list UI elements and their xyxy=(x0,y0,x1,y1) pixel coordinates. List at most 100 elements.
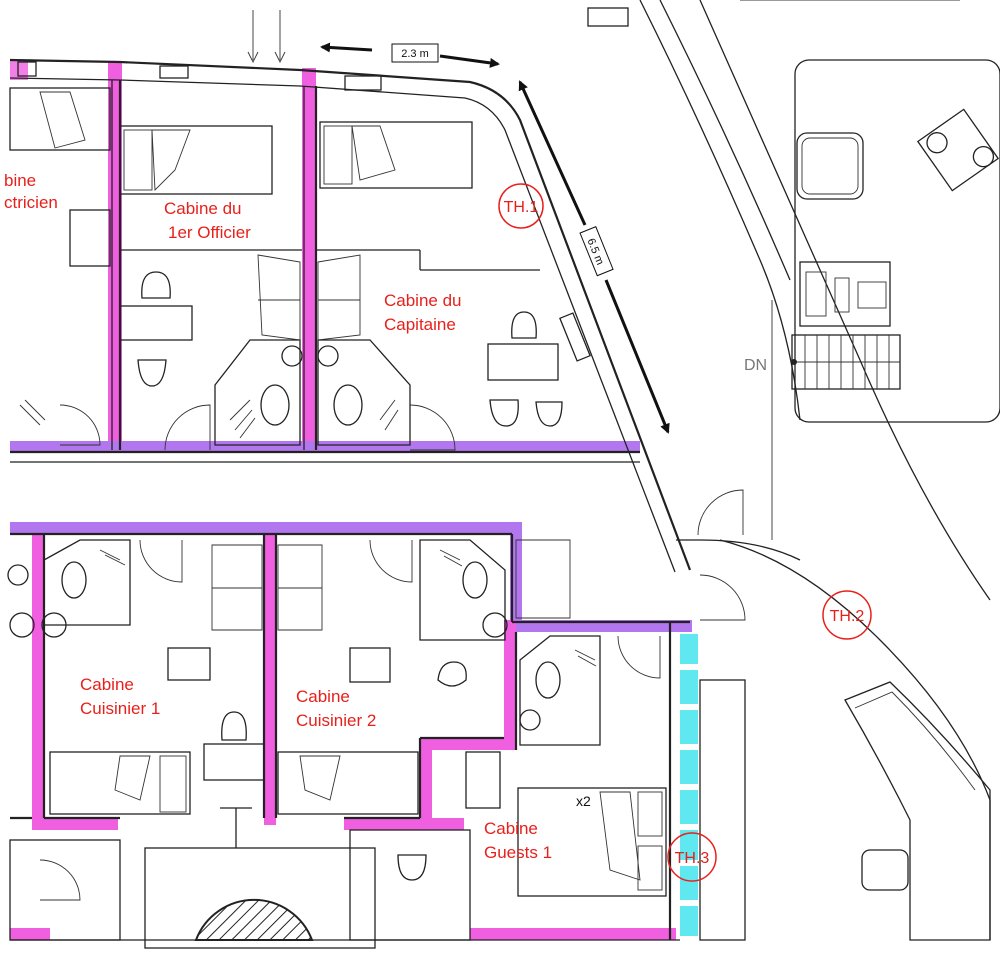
table-cook-1 xyxy=(167,647,211,681)
chair-captain xyxy=(511,311,537,339)
dimension-arrow-horizontal-2 xyxy=(439,54,500,68)
wardrobe-1 xyxy=(257,254,301,341)
glazing-pane-7 xyxy=(680,866,698,900)
wall-highlight-10 xyxy=(32,818,118,830)
door-officer xyxy=(164,404,211,451)
bath-pod-cook-2 xyxy=(419,539,506,641)
desks-chairs xyxy=(69,209,563,881)
stair-dn-label: DN xyxy=(744,357,767,374)
wall-highlight-2 xyxy=(302,68,316,452)
chair-officer-2 xyxy=(137,359,167,387)
chair-captain-3 xyxy=(535,401,563,427)
wall-highlight-11 xyxy=(344,818,464,830)
shower-5 xyxy=(574,649,597,667)
engine-detail xyxy=(805,271,827,317)
hull-top-right xyxy=(639,0,801,421)
top-fixture xyxy=(159,65,189,79)
shower-1 xyxy=(229,399,256,439)
door-lower xyxy=(39,859,81,901)
shower-4 xyxy=(439,549,463,567)
equipment-box-inner xyxy=(801,137,859,195)
shower-icons xyxy=(19,399,597,667)
glazing-pane-5 xyxy=(680,790,698,824)
glazing-pane-6 xyxy=(680,830,698,860)
wall-highlight-15 xyxy=(10,928,50,940)
engine-area xyxy=(699,59,1000,941)
dimensions: 2.3 m 6.5 m xyxy=(320,42,670,434)
wall-plate xyxy=(559,312,591,362)
wall-highlight-14 xyxy=(504,620,516,750)
engine-room-outline xyxy=(794,59,1000,423)
door-cook-1 xyxy=(139,539,183,583)
label-cook1-line1: Cabine xyxy=(80,675,134,694)
door-cook-2 xyxy=(369,539,413,583)
th2-label: TH.2 xyxy=(830,608,865,625)
dimension-label-horizontal: 2.3 m xyxy=(401,48,429,60)
label-first-officer-line1: Cabine du xyxy=(164,199,242,218)
wardrobe-lower-1 xyxy=(211,544,263,631)
label-guests-line2: Guests 1 xyxy=(484,843,552,862)
sink-officer xyxy=(281,345,303,367)
cabinet-guests xyxy=(465,751,501,809)
hatched-column xyxy=(194,898,314,941)
machine-body xyxy=(916,108,1000,192)
bed-frame xyxy=(277,751,419,815)
bed-sheet-fold xyxy=(351,125,396,181)
bath-pod-officer xyxy=(214,339,301,446)
dimension-arrow-diagonal-2 xyxy=(604,279,670,434)
bed-pillow xyxy=(323,125,353,185)
shower-3 xyxy=(99,549,126,566)
label-captain-line2: Capitaine xyxy=(384,315,456,334)
table-cook-2 xyxy=(349,647,391,683)
door-corridor-2 xyxy=(699,574,746,621)
machine-wheel xyxy=(926,132,948,154)
label-captain-line1: Cabine du xyxy=(384,291,462,310)
dimension-box-horizontal xyxy=(391,43,439,63)
sink-cook-2 xyxy=(482,612,508,638)
bed-pillow xyxy=(637,791,663,837)
wall-highlight-16 xyxy=(470,928,676,940)
bed-sheet-fold xyxy=(151,129,191,192)
desk-electrician xyxy=(69,209,111,267)
wall-highlight-4 xyxy=(10,441,640,453)
bath-pod-captain xyxy=(317,339,411,446)
label-electrician-line2: ctricien xyxy=(4,193,58,212)
wall-highlight-9 xyxy=(264,535,276,825)
bed-sheet-fold xyxy=(599,791,641,881)
seat-lower-right xyxy=(861,849,909,891)
doors xyxy=(39,404,746,901)
label-guests-line1: Cabine xyxy=(484,819,538,838)
lower-right-panel xyxy=(699,679,746,941)
hull-right-curve-2 xyxy=(699,0,991,601)
glazing-pane-2 xyxy=(680,670,698,704)
bed-sheet-fold xyxy=(114,755,151,801)
equipment-box xyxy=(796,132,864,200)
wardrobes xyxy=(211,254,571,631)
wall-highlight-5 xyxy=(10,522,522,534)
door-guests xyxy=(617,635,661,679)
engine-block xyxy=(799,261,891,327)
stair-core xyxy=(144,847,376,949)
lower-left-room xyxy=(9,839,121,941)
chair-guests xyxy=(397,854,427,881)
wardrobe-lower-2 xyxy=(277,544,323,631)
chair-captain-2 xyxy=(489,399,519,427)
toilet-cook-1 xyxy=(61,561,87,599)
bed-count-label: x2 xyxy=(576,793,591,809)
desk-captain xyxy=(487,343,559,381)
shower-6 xyxy=(19,399,46,426)
bed-pillow xyxy=(123,129,153,191)
glazing-pane-3 xyxy=(680,710,698,744)
bed-cook-2 xyxy=(277,751,419,815)
wardrobe-2 xyxy=(317,254,361,341)
room-labels: bine ctricien Cabine du 1er Officier Cab… xyxy=(4,171,552,862)
th2-circle xyxy=(822,590,872,640)
sink-guests xyxy=(519,709,541,731)
toilet-guests xyxy=(535,661,561,699)
shower-2 xyxy=(379,399,399,431)
engine-detail xyxy=(857,281,887,309)
toilet-captain xyxy=(333,384,363,426)
wardrobe-lower-3 xyxy=(515,539,571,619)
wall-highlight-8 xyxy=(32,535,44,830)
